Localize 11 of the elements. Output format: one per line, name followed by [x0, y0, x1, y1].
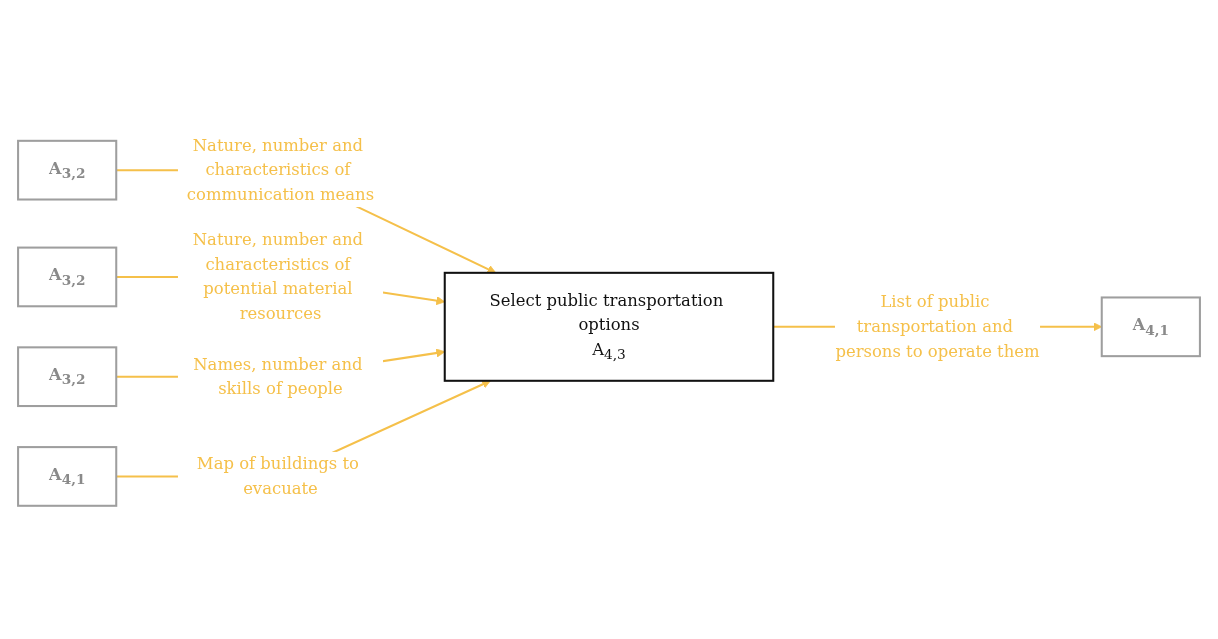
node-box: A$_{3,2}$ — [17, 139, 118, 201]
node-box: Select public transportation options A$_{4,3}$ — [443, 271, 775, 382]
edge-label: Names, number and skills of people — [193, 354, 363, 399]
edge-label: Map of buildings to evacuate — [196, 453, 359, 498]
node-box: A$_{4,1}$ — [17, 446, 118, 507]
edge-label: Nature, number and characteristics of communication means — [186, 135, 375, 205]
node-box: A$_{3,2}$ — [17, 246, 118, 308]
node-box: A$_{4,1}$ — [1100, 296, 1201, 358]
edge-label: List of public transportation and persons to operate them — [835, 291, 1040, 361]
edge-label: Nature, number and characteristics of potential material resources — [192, 229, 364, 324]
node-box: A$_{3,2}$ — [17, 346, 118, 408]
